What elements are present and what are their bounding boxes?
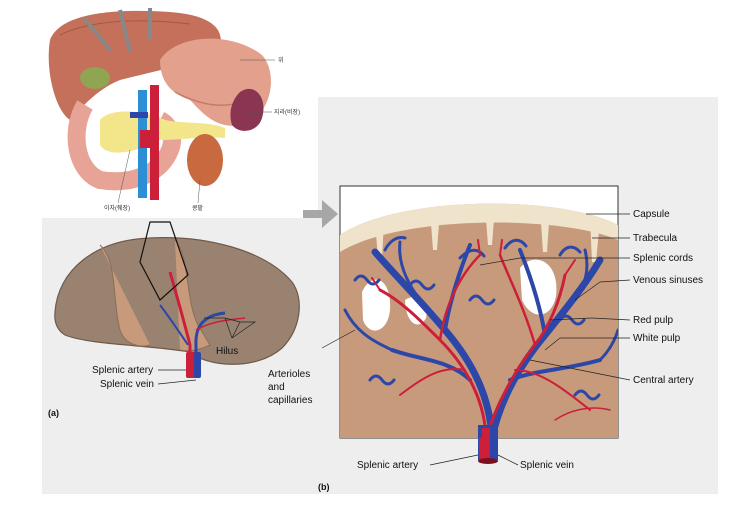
- arterioles-label-line3: capillaries: [268, 395, 312, 406]
- red-pulp-label: Red pulp: [633, 315, 673, 326]
- white-pulp-label: White pulp: [633, 333, 681, 344]
- abdominal-organs-illustration: 위 지라(비장) 이자(췌장) 콩팥: [42, 0, 318, 218]
- venous-tree: [343, 236, 618, 438]
- liver-shape: [48, 10, 221, 120]
- panel-b-leader-lines: [321, 213, 631, 466]
- pancreas-label: 이자(췌장): [104, 204, 130, 212]
- central-artery-label: Central artery: [633, 375, 694, 386]
- venous-sinuses-label: Venous sinuses: [633, 275, 703, 286]
- stomach-label: 위: [278, 56, 284, 64]
- trabecula-label: Trabecula: [633, 233, 678, 244]
- kidney-label: 콩팥: [192, 205, 204, 212]
- arterioles-label-line1: Arterioles: [268, 369, 310, 380]
- spleen-korean-label: 지라(비장): [274, 108, 300, 116]
- arterioles-label-line2: and: [268, 382, 285, 393]
- aorta-shape: [150, 85, 159, 200]
- trabeculae: [375, 206, 600, 262]
- arterial-tree: [371, 239, 611, 438]
- splenic-cords-label: Splenic cords: [633, 253, 693, 264]
- panel-a-tag: (a): [48, 408, 59, 418]
- gallbladder-shape: [80, 67, 110, 89]
- panel-a-spleen-external: Splenic artery Splenic vein Hilus (a): [48, 221, 300, 418]
- pancreas-shape: [100, 111, 225, 153]
- spleen-shape: [230, 88, 264, 131]
- panel-b-splenic-artery-label: Splenic artery: [357, 460, 418, 471]
- panel-a-splenic-vein-label: Splenic vein: [100, 379, 154, 390]
- hilus-label: Hilus: [216, 346, 238, 357]
- panel-b-tag: (b): [318, 482, 330, 492]
- kidney-shape: [187, 134, 223, 186]
- pointer-arrow: [303, 200, 338, 228]
- panel-b-splenic-vein-label: Splenic vein: [520, 460, 574, 471]
- panel-b-spleen-cross-section: [339, 185, 619, 464]
- panel-a-splenic-artery-label: Splenic artery: [92, 365, 153, 376]
- capsule-label: Capsule: [633, 209, 670, 220]
